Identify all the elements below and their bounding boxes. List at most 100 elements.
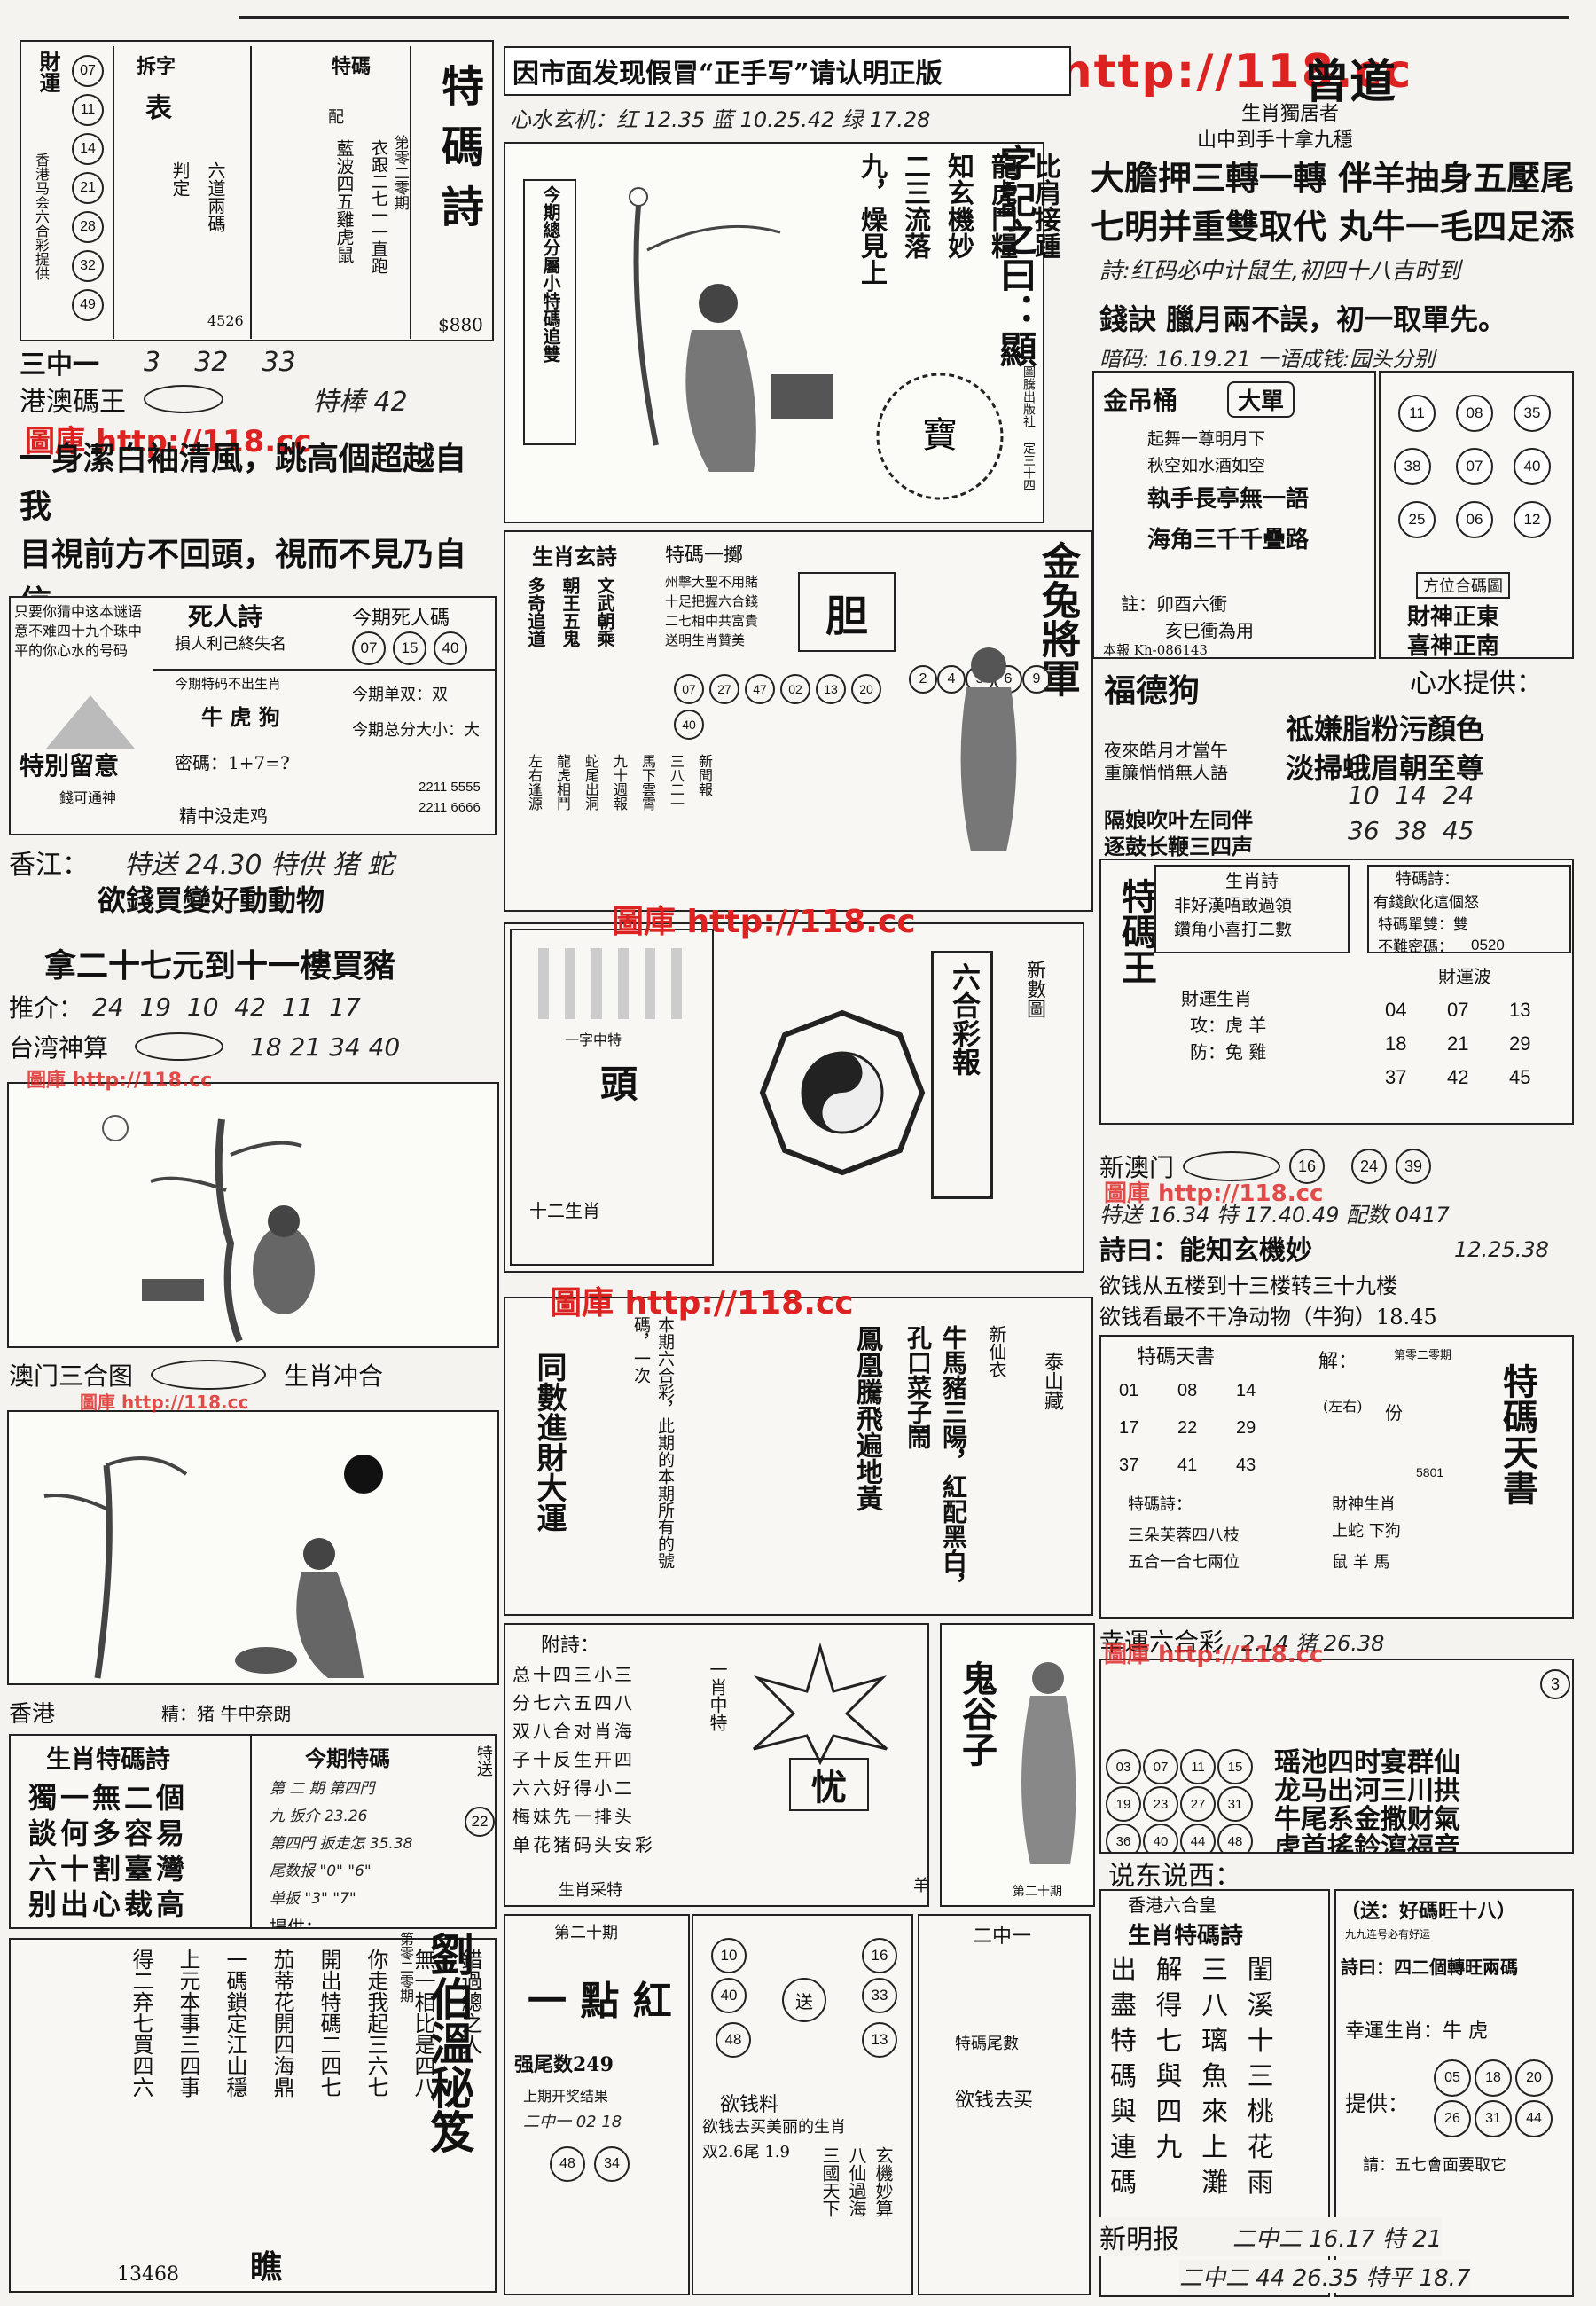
special-poem-title: 生肖特碼詩 xyxy=(46,1745,171,1774)
scholar-illustration xyxy=(629,187,833,472)
death-code-circle: 15 xyxy=(393,631,426,665)
bottom-poem-title: 附詩： xyxy=(541,1635,600,1657)
jin-num: 9 xyxy=(1022,665,1051,694)
qi-big: 字記之曰：顯 xyxy=(994,144,1037,367)
death-final: 精中没走鸡 xyxy=(179,805,268,827)
death-code-circle: 40 xyxy=(434,631,467,665)
death-password: 密碼：1+7=? xyxy=(175,752,290,773)
money-triangle xyxy=(46,695,135,749)
gold-line: 海角三千千疊路 xyxy=(1147,527,1310,553)
flb-look: 瞧 xyxy=(250,2248,283,2286)
lw-num: 29 xyxy=(1236,1418,1256,1438)
fortune-sub: 心水提供： xyxy=(1410,668,1543,699)
middle-t5: 新仙衣 xyxy=(986,1325,1007,1378)
middle-t3: 鳳凰騰飛遍地黃 xyxy=(851,1325,882,1511)
special-poem-line: 别出心裁高 xyxy=(28,1887,189,1921)
lw-num: 17 xyxy=(1119,1418,1139,1438)
cone-line: 双2.6尾 1.9 xyxy=(702,2143,790,2161)
liu-count: 强尾数249 xyxy=(514,2053,614,2076)
fortune-num-circle: 11 xyxy=(72,94,104,126)
new-ao-label: 新澳门 xyxy=(1099,1153,1175,1182)
new-ao-n1: 16 xyxy=(1289,1149,1326,1184)
far-left-col: 開出特碼二四七 xyxy=(317,1949,341,2098)
aomen-row: 澳门三合图 生肖冲合 xyxy=(9,1357,383,1392)
fortune-row3: 隔娘吹叶左同伴 xyxy=(1104,807,1253,833)
lucky-num-circle: 23 xyxy=(1143,1786,1178,1822)
hk-supply: 提供： xyxy=(1345,2091,1409,2116)
col-code-a: 配 xyxy=(325,108,344,124)
hk-title: 香港六合皇 xyxy=(1128,1894,1217,1916)
lw-num: 08 xyxy=(1177,1381,1198,1400)
zb-title: 特碼王 xyxy=(1115,878,1157,984)
general-illustration xyxy=(960,647,1017,851)
special-poem-block: 生肖特碼詩 獨一無二個談何多容易六十割臺灣别出心裁高 今期特碼 第 二 期 第四… xyxy=(9,1734,497,1929)
phone-2: 2211 6666 xyxy=(419,800,481,815)
jin-num: 2 xyxy=(909,665,937,694)
notice-text: 因市面发现假冒“正手写”请认明正版 xyxy=(512,59,943,90)
macau-king-label: 港澳碼王 xyxy=(20,387,126,418)
god2: 喜神正南 xyxy=(1407,633,1500,659)
zodiac-vline: 龍虎相鬥 xyxy=(554,754,571,811)
notice-box: 因市面发现假冒“正手写”请认明正版 xyxy=(504,46,1071,96)
lucky-box: 3 xyxy=(1540,1669,1570,1699)
direction-num-circle: 06 xyxy=(1456,501,1493,538)
poem-line: 目視前方不回頭，視而不見乃自信 xyxy=(20,536,467,621)
zb-wave-num: 21 xyxy=(1447,1032,1469,1055)
xiangjiang-row: 香江： 特送 24.30 特供 猪 蛇 xyxy=(9,843,497,882)
watermark-left-3: 圖庫 http://118.cc xyxy=(80,1392,249,1413)
gui-box: 胆 xyxy=(798,572,896,652)
cone-line: 欲钱去买美丽的生肖 xyxy=(702,2118,846,2137)
gold-title: 金吊桶 xyxy=(1103,386,1178,415)
note-box: 今期總分屬小特碼追雙 xyxy=(523,179,576,445)
zodiac-vline: 馬下雲霄 xyxy=(639,754,656,811)
liu-history: 上期开奖结果 xyxy=(523,2088,609,2105)
row-three-label: 三中一 xyxy=(20,349,99,380)
direction-num-circle: 11 xyxy=(1398,395,1436,432)
lw-book: 特碼天書 xyxy=(1497,1363,1538,1505)
cone2-right: 欲钱去买 xyxy=(955,2090,1034,2112)
gold-big: 大單 xyxy=(1227,381,1295,418)
cone-num-circle: 10 xyxy=(711,1938,747,1973)
right-hand-3: 暗码: 16.19.21 一语成钱:园头分别 xyxy=(1099,347,1436,372)
zb-p1: 生肖詩 xyxy=(1225,870,1279,891)
zb-t3: 特碼單雙：雙 xyxy=(1378,916,1468,934)
grid-label1: 一字中特 xyxy=(565,1031,622,1048)
lw-title: 特碼天書 xyxy=(1137,1346,1216,1369)
direction-num-circle: 12 xyxy=(1514,501,1551,538)
bottom-sum: 生肖采特 xyxy=(559,1881,622,1900)
fortune-num-circle: 49 xyxy=(72,289,104,321)
hk-supply-circle: 05 xyxy=(1434,2059,1471,2097)
right-big-2: 七明并重雙取代 丸牛一毛四足添 xyxy=(1091,207,1575,247)
new-ao-n2: 24 xyxy=(1351,1149,1388,1184)
special-title: 特別留意 xyxy=(20,751,120,780)
col-poem-title: 特碼詩 xyxy=(434,64,483,245)
lucky-line: 瑶池四时宴群仙 xyxy=(1274,1747,1460,1778)
zodiac-vline: 蛇尾出洞 xyxy=(583,754,599,811)
grid-right-v: 新數圖 xyxy=(1023,960,1045,1018)
zodiac-line: 州擊大聖不用賭 xyxy=(665,574,759,590)
aomen-label: 澳门三合图 xyxy=(9,1361,134,1391)
lucky-num-circle: 27 xyxy=(1180,1786,1216,1822)
bottom-l2: 二中二 44 26.35 特平 18.7 xyxy=(1179,2260,1471,2293)
sp-right-title: 今期特碼 xyxy=(305,1745,390,1771)
mast-sub: 生肖獨居者 xyxy=(1241,103,1340,125)
grid-label3: 十二生肖 xyxy=(529,1200,600,1221)
direction-num-circle: 08 xyxy=(1456,395,1493,432)
lucky-nums: 2.14 猪 26.38 xyxy=(1241,1630,1385,1656)
divider xyxy=(153,669,495,671)
middle-t1: 同數進財大運 xyxy=(531,1352,567,1533)
zodiac-num-circle: 47 xyxy=(745,674,775,704)
watermark-left-1: 圖庫 http://118.cc xyxy=(25,424,312,459)
zb-p3: 鑽角小喜打二數 xyxy=(1174,920,1293,939)
cone-num-circle: 48 xyxy=(716,2022,751,2058)
new-ao-oval xyxy=(1183,1151,1281,1181)
col-split-b: 判定 xyxy=(169,161,191,197)
lw-poem2: 五合一合七兩位 xyxy=(1128,1553,1240,1572)
lucky-num-circle: 03 xyxy=(1106,1749,1141,1784)
zodiac-num-circle: 40 xyxy=(674,710,704,740)
direction-num-circle: 38 xyxy=(1394,448,1431,485)
